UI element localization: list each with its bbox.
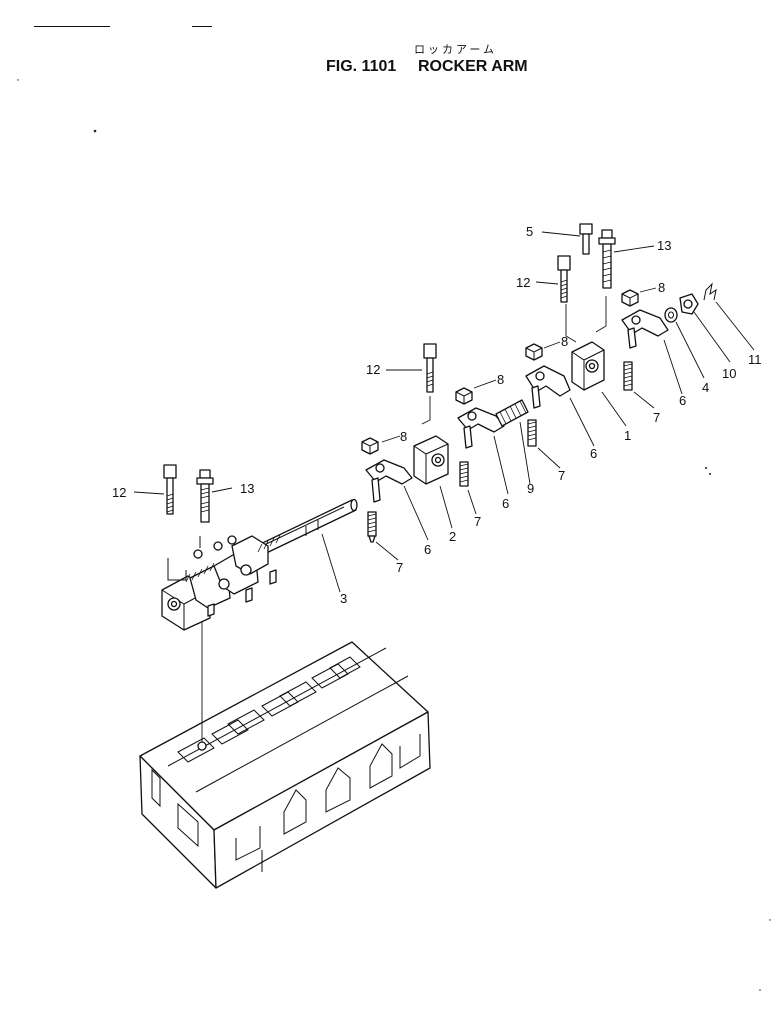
stud-left-13 <box>196 469 214 523</box>
rocker-shaft <box>251 498 358 559</box>
leader-lines <box>133 231 755 593</box>
rocker-arm-6-c <box>525 365 571 409</box>
adjust-screw-7-d <box>623 361 633 391</box>
figure-number: FIG. 1101 <box>326 58 397 75</box>
rocker-arm-6-b <box>457 407 505 449</box>
callout-3: 3 <box>340 591 347 606</box>
bolt-right-12 <box>557 255 571 303</box>
callout-8-d: 8 <box>658 280 665 295</box>
callout-8-a: 8 <box>400 429 407 444</box>
callout-5: 5 <box>526 224 533 239</box>
clip-11 <box>703 282 717 301</box>
bracket-1 <box>565 296 607 391</box>
bolt-5 <box>579 223 593 255</box>
bolt-left-12 <box>163 464 177 515</box>
header-rule-right <box>192 26 212 27</box>
callout-7-a: 7 <box>396 560 403 575</box>
callout-1: 1 <box>624 428 631 443</box>
adjust-screw-7-c <box>527 419 537 447</box>
nut-8-c <box>525 343 543 361</box>
figure-title: ROCKER ARM <box>418 58 528 75</box>
callout-13-right: 13 <box>657 238 671 253</box>
callout-11: 11 <box>748 352 762 367</box>
retainer-10 <box>679 293 699 315</box>
callout-13-left: 13 <box>240 481 254 496</box>
rocker-arm-6-d <box>621 309 669 349</box>
spring-9 <box>495 399 529 427</box>
callout-12-left: 12 <box>112 485 126 500</box>
callout-12-right: 12 <box>516 275 530 290</box>
callout-6-c: 6 <box>590 446 597 461</box>
bolt-middle-12 <box>421 343 437 425</box>
cylinder-head <box>139 622 431 889</box>
scan-specks <box>17 79 771 991</box>
callout-4: 4 <box>702 380 709 395</box>
washer-4 <box>664 307 678 323</box>
nut-8-a <box>361 437 379 455</box>
adjust-screw-7-a <box>367 511 377 543</box>
nut-8-d <box>621 289 639 307</box>
header-rule-left <box>34 26 110 27</box>
figure-title-katakana: ロッカアーム <box>414 43 498 56</box>
callout-7-d: 7 <box>653 410 660 425</box>
bracket-2 <box>413 435 449 485</box>
rocker-assembly <box>161 534 281 631</box>
callout-2: 2 <box>449 529 456 544</box>
callout-6-b: 6 <box>502 496 509 511</box>
adjust-screw-7-b <box>459 461 469 487</box>
callout-6-d: 6 <box>679 393 686 408</box>
rocker-arm-6-a <box>365 459 413 503</box>
callout-7-c: 7 <box>558 468 565 483</box>
stud-right-13 <box>598 229 616 289</box>
callout-9: 9 <box>527 481 534 496</box>
nut-8-b <box>455 387 473 405</box>
callout-8-b: 8 <box>497 372 504 387</box>
callout-10: 10 <box>722 366 736 381</box>
callout-8-c: 8 <box>561 334 568 349</box>
callout-labels: 5 13 12 8 8 8 8 12 12 13 3 1 2 6 6 6 6 4… <box>112 224 762 606</box>
callout-7-b: 7 <box>474 514 481 529</box>
callout-12-middle: 12 <box>366 362 380 377</box>
callout-6-a: 6 <box>424 542 431 557</box>
